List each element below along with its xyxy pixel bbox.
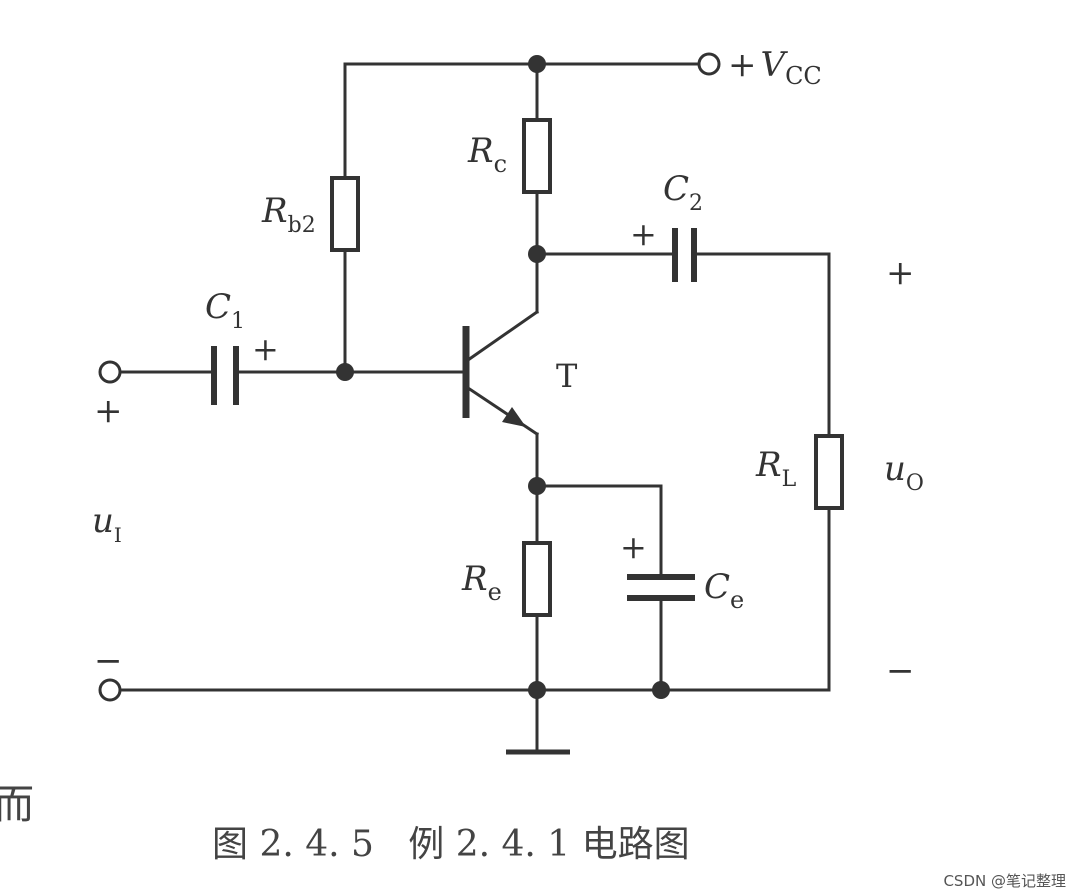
c1-label: C1 [205,287,245,334]
emitter-network [522,477,695,692]
re-label: Re [461,559,502,606]
transistor-t [462,309,540,488]
base-junction [336,363,354,381]
c1-plus-sign: + [252,330,279,368]
rl-label: RL [755,445,797,492]
uo-label: uO [884,449,924,496]
load-resistor [814,434,844,692]
vcc-junction [528,55,546,73]
figure-caption: 图 2. 4. 5 例 2. 4. 1 电路图 [212,824,690,865]
input-terminal-top [98,360,122,384]
input-path [98,346,468,405]
collector-resistor [522,118,552,256]
base-bias-resistor [330,176,360,374]
rb2-label: Rb2 [261,191,316,238]
side-text: 而 [0,782,34,828]
ground-junction-right [652,681,670,699]
input-plus-sign: + [94,391,123,431]
rc-top-label: Rc [467,131,507,178]
emitter-resistor [522,541,552,617]
transistor-label: T [556,357,578,395]
emitter-arrow-icon [502,407,526,427]
watermark: CSDN @笔记整理 [943,872,1066,890]
input-minus-sign: − [94,641,123,681]
ground-rail [98,678,831,755]
ce-plus-sign: + [620,528,647,566]
c2-label: C2 [663,169,703,216]
output-minus-sign: − [886,651,915,691]
vcc-label: +VCC [728,45,822,90]
vcc-rail [343,52,721,180]
vcc-terminal [697,52,721,76]
ui-label: uI [92,501,122,547]
output-plus-sign: + [886,253,915,293]
collector-output-path [528,228,831,438]
c2-plus-sign: + [630,215,657,253]
ce-label: Ce [704,567,744,614]
input-terminal-bottom [98,678,122,702]
